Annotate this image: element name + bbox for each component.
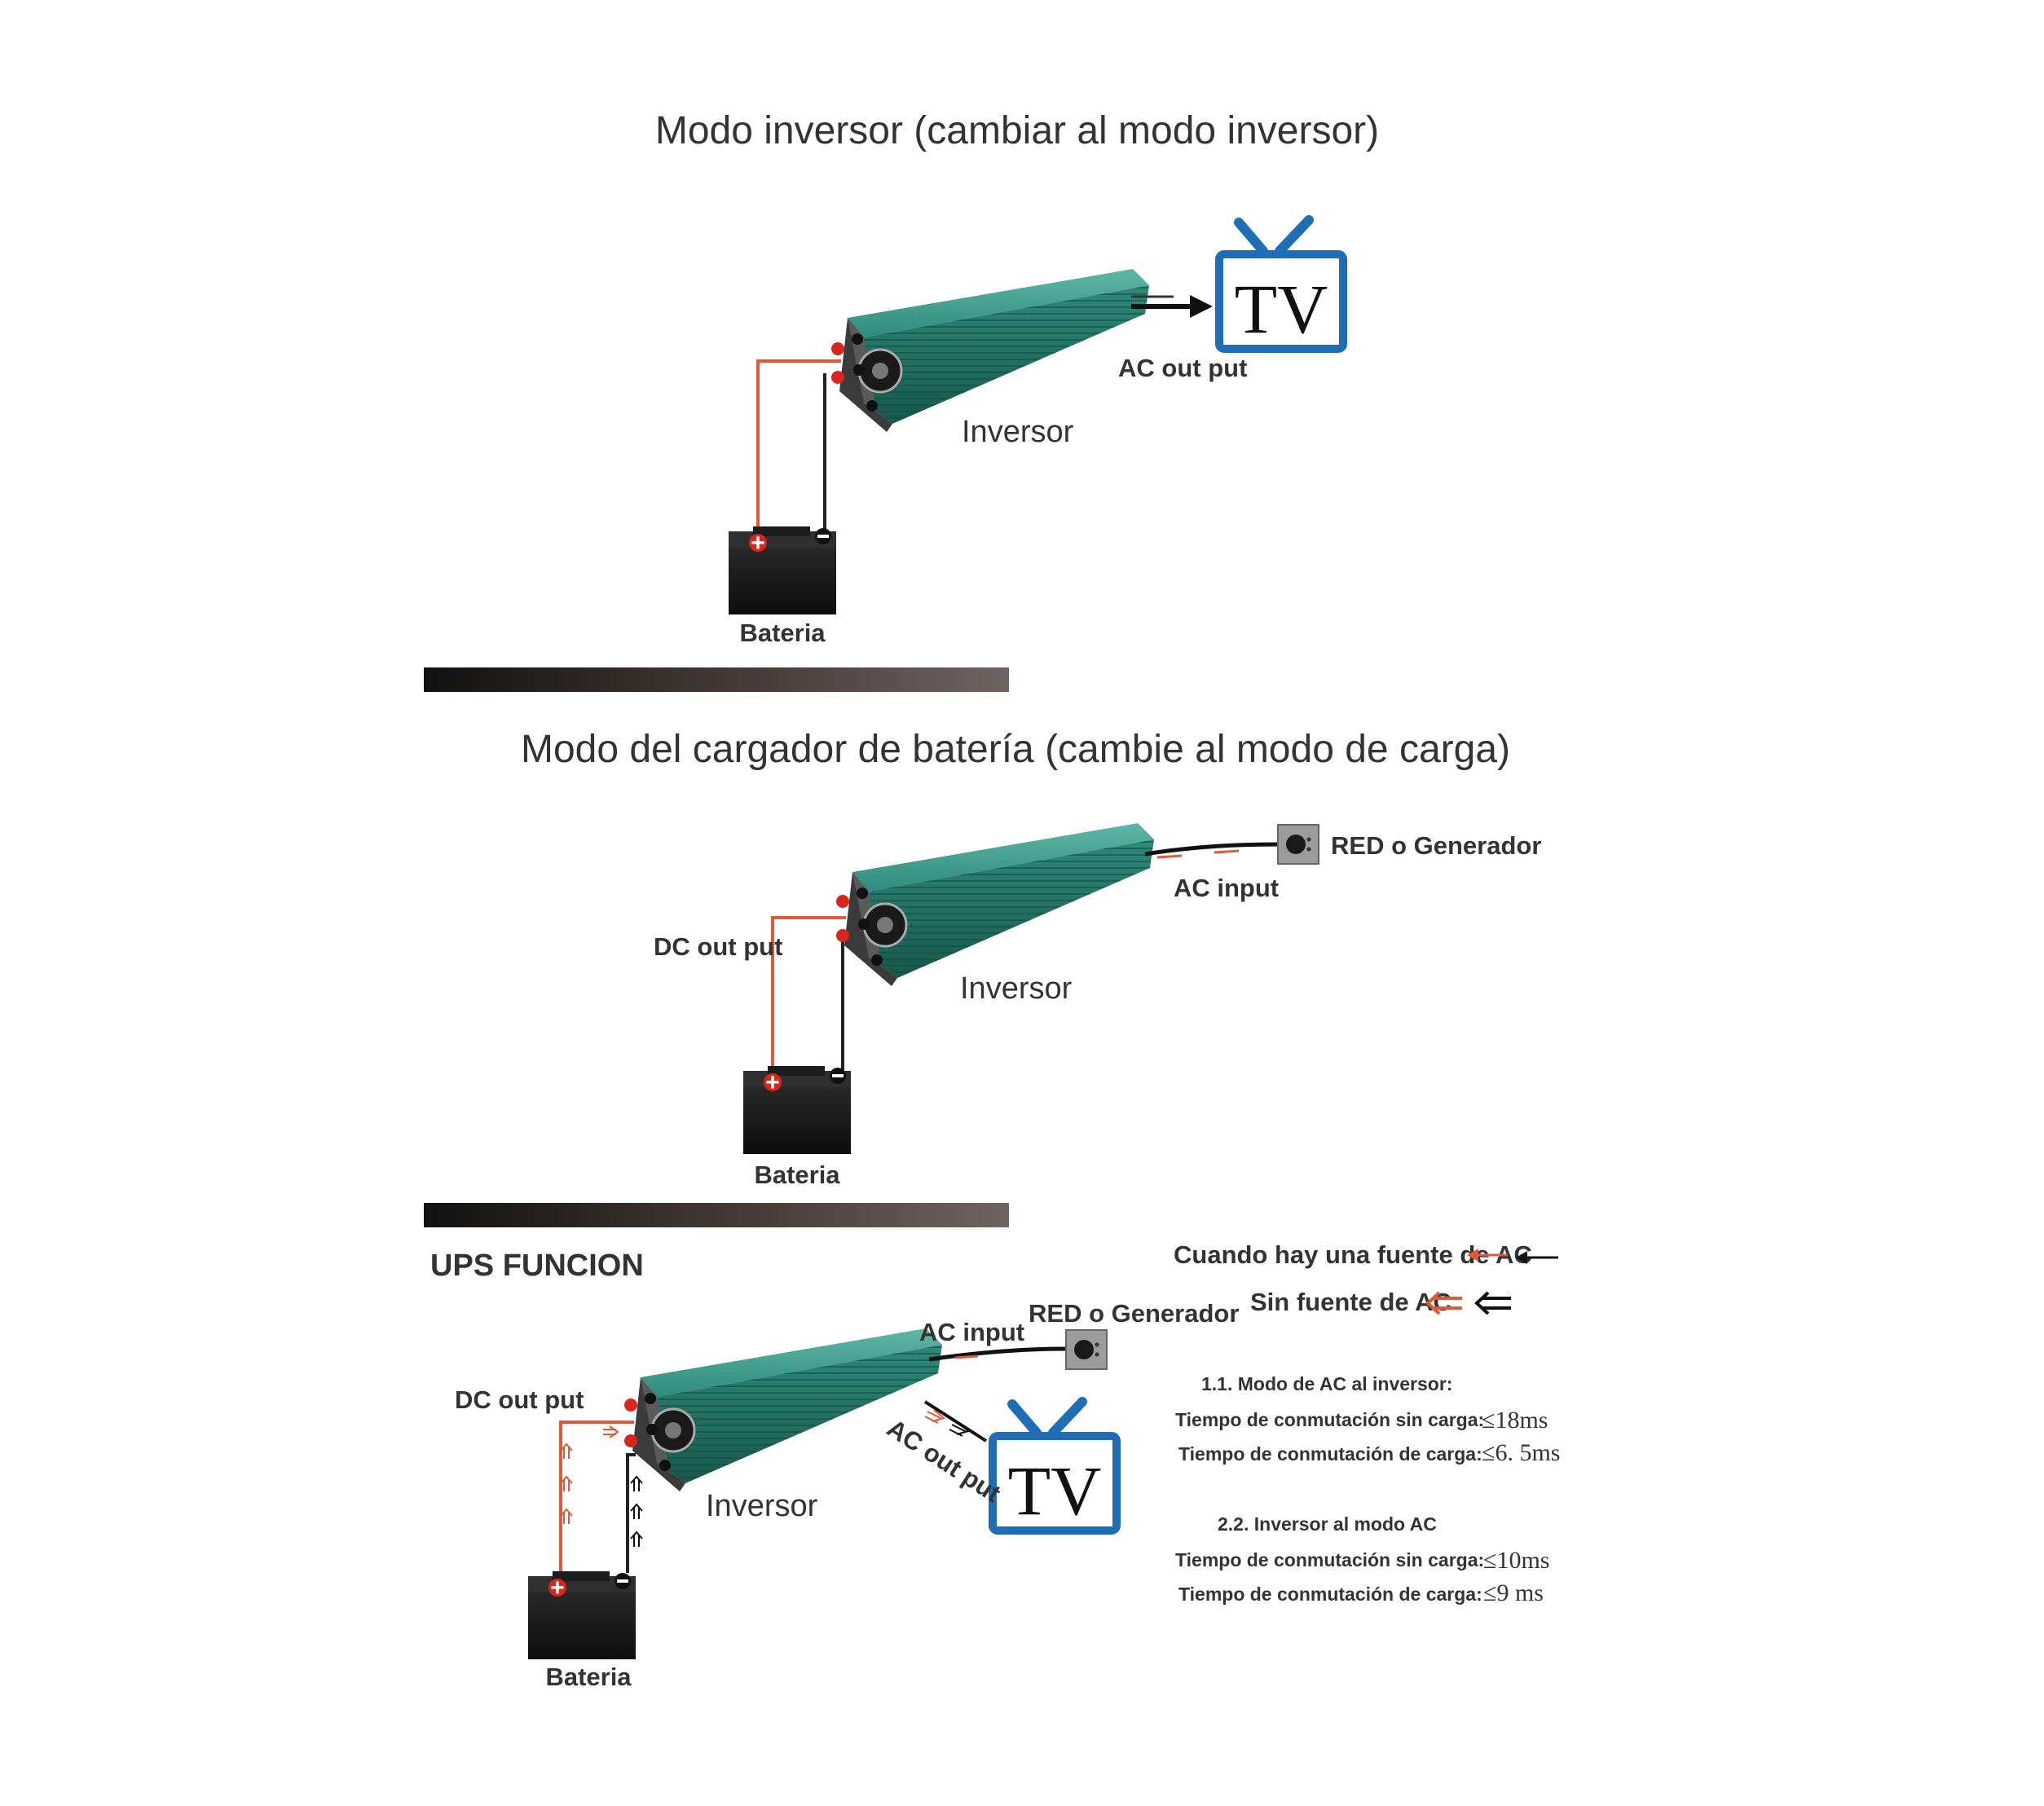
terminal-icon	[836, 895, 849, 908]
ac-output-label: AC out put	[1118, 354, 1247, 382]
dc-flow-arrows	[560, 1425, 619, 1524]
socket-icon	[1277, 824, 1319, 865]
socket-icon	[1065, 1329, 1108, 1370]
single-arrow-black-icon	[1516, 1251, 1558, 1264]
battery-label: Bateria	[754, 1161, 840, 1189]
negative-wire	[626, 1453, 636, 1573]
arrow-head-icon	[1190, 295, 1213, 318]
dc-output-label: DC out put	[654, 932, 782, 961]
ac-output-label: AC out put	[882, 1414, 1006, 1509]
ac-input-cable	[928, 1346, 1067, 1362]
inverter-label: Inversor	[962, 415, 1074, 449]
battery-icon	[729, 526, 836, 614]
inverter-icon	[631, 1327, 944, 1493]
terminal-icon	[836, 929, 849, 942]
dc-flow-arrows	[630, 1475, 643, 1547]
legend-without-ac: Sin fuente de AC	[1250, 1288, 1452, 1316]
inverter-icon	[838, 267, 1151, 434]
ac-input-label: AC input	[919, 1318, 1024, 1346]
battery-label: Bateria	[545, 1663, 632, 1691]
inverter-label: Inversor	[960, 971, 1073, 1006]
dc-output-label: DC out put	[455, 1385, 584, 1414]
section1-diagram: TV AC out put Inversor Bateria	[729, 220, 1343, 647]
ac-input-label: AC input	[1174, 874, 1279, 902]
battery-icon	[528, 1571, 636, 1659]
switching-specs: 1.1. Modo de AC al inversor: Tiempo de c…	[1175, 1373, 1560, 1606]
source-label: RED o Generador	[1331, 831, 1541, 860]
terminal-icon	[831, 342, 844, 355]
battery-icon	[743, 1066, 851, 1154]
tv-label: TV	[1235, 270, 1328, 348]
spec-heading: 2.2. Inversor al modo AC	[1218, 1513, 1437, 1535]
ac-input-cable	[1144, 842, 1279, 857]
flow-arrow-icon	[1156, 854, 1183, 859]
tv-label: TV	[1008, 1451, 1102, 1530]
section3-diagram: RED o Generador AC input TV AC out put D…	[455, 1299, 1239, 1691]
inverter-label: Inversor	[706, 1489, 818, 1523]
ac-output-cable	[923, 1400, 988, 1443]
section2-diagram: RED o Generador AC input DC out put Inve…	[654, 822, 1541, 1189]
section-divider	[424, 1203, 1009, 1227]
spec-value: ≤9 ms	[1483, 1579, 1544, 1606]
spec-value: ≤10ms	[1483, 1547, 1549, 1574]
flow-arrow-icon	[1214, 849, 1240, 854]
ac-output-arrows	[924, 1409, 946, 1424]
flow-arrow-icon	[954, 1354, 979, 1359]
positive-wire	[756, 359, 841, 536]
positive-wire	[559, 1421, 634, 1577]
spec-heading: 1.1. Modo de AC al inversor:	[1201, 1373, 1452, 1394]
section-divider	[424, 667, 1009, 692]
section1-title: Modo inversor (cambiar al modo inversor)	[655, 109, 1379, 152]
section2-title: Modo del cargador de batería (cambie al …	[521, 728, 1510, 771]
section3-title: UPS FUNCION	[430, 1249, 644, 1283]
spec-value: ≤18ms	[1482, 1407, 1548, 1434]
spec-value: ≤6. 5ms	[1482, 1439, 1560, 1466]
terminal-icon	[624, 1434, 637, 1447]
source-label: RED o Generador	[1029, 1299, 1239, 1328]
battery-label: Bateria	[739, 619, 826, 647]
spec-label: Tiempo de conmutación de carga:	[1178, 1584, 1482, 1605]
inverter-icon	[843, 822, 1156, 988]
terminal-icon	[624, 1399, 637, 1412]
spec-label: Tiempo de conmutación sin carga:	[1175, 1549, 1484, 1570]
double-arrow-red-icon	[1425, 1291, 1462, 1315]
ac-output-arrows	[949, 1422, 971, 1437]
negative-wire	[841, 934, 844, 1074]
single-arrow-red-icon	[1467, 1249, 1508, 1262]
terminal-icon	[831, 371, 844, 384]
spec-label: Tiempo de conmutación de carga:	[1178, 1443, 1482, 1465]
legend: Cuando hay una fuente de AC Sin fuente d…	[1174, 1240, 1558, 1316]
spec-label: Tiempo de conmutación sin carga:	[1175, 1409, 1484, 1430]
double-arrow-black-icon	[1474, 1291, 1511, 1315]
positive-wire	[771, 916, 846, 1077]
